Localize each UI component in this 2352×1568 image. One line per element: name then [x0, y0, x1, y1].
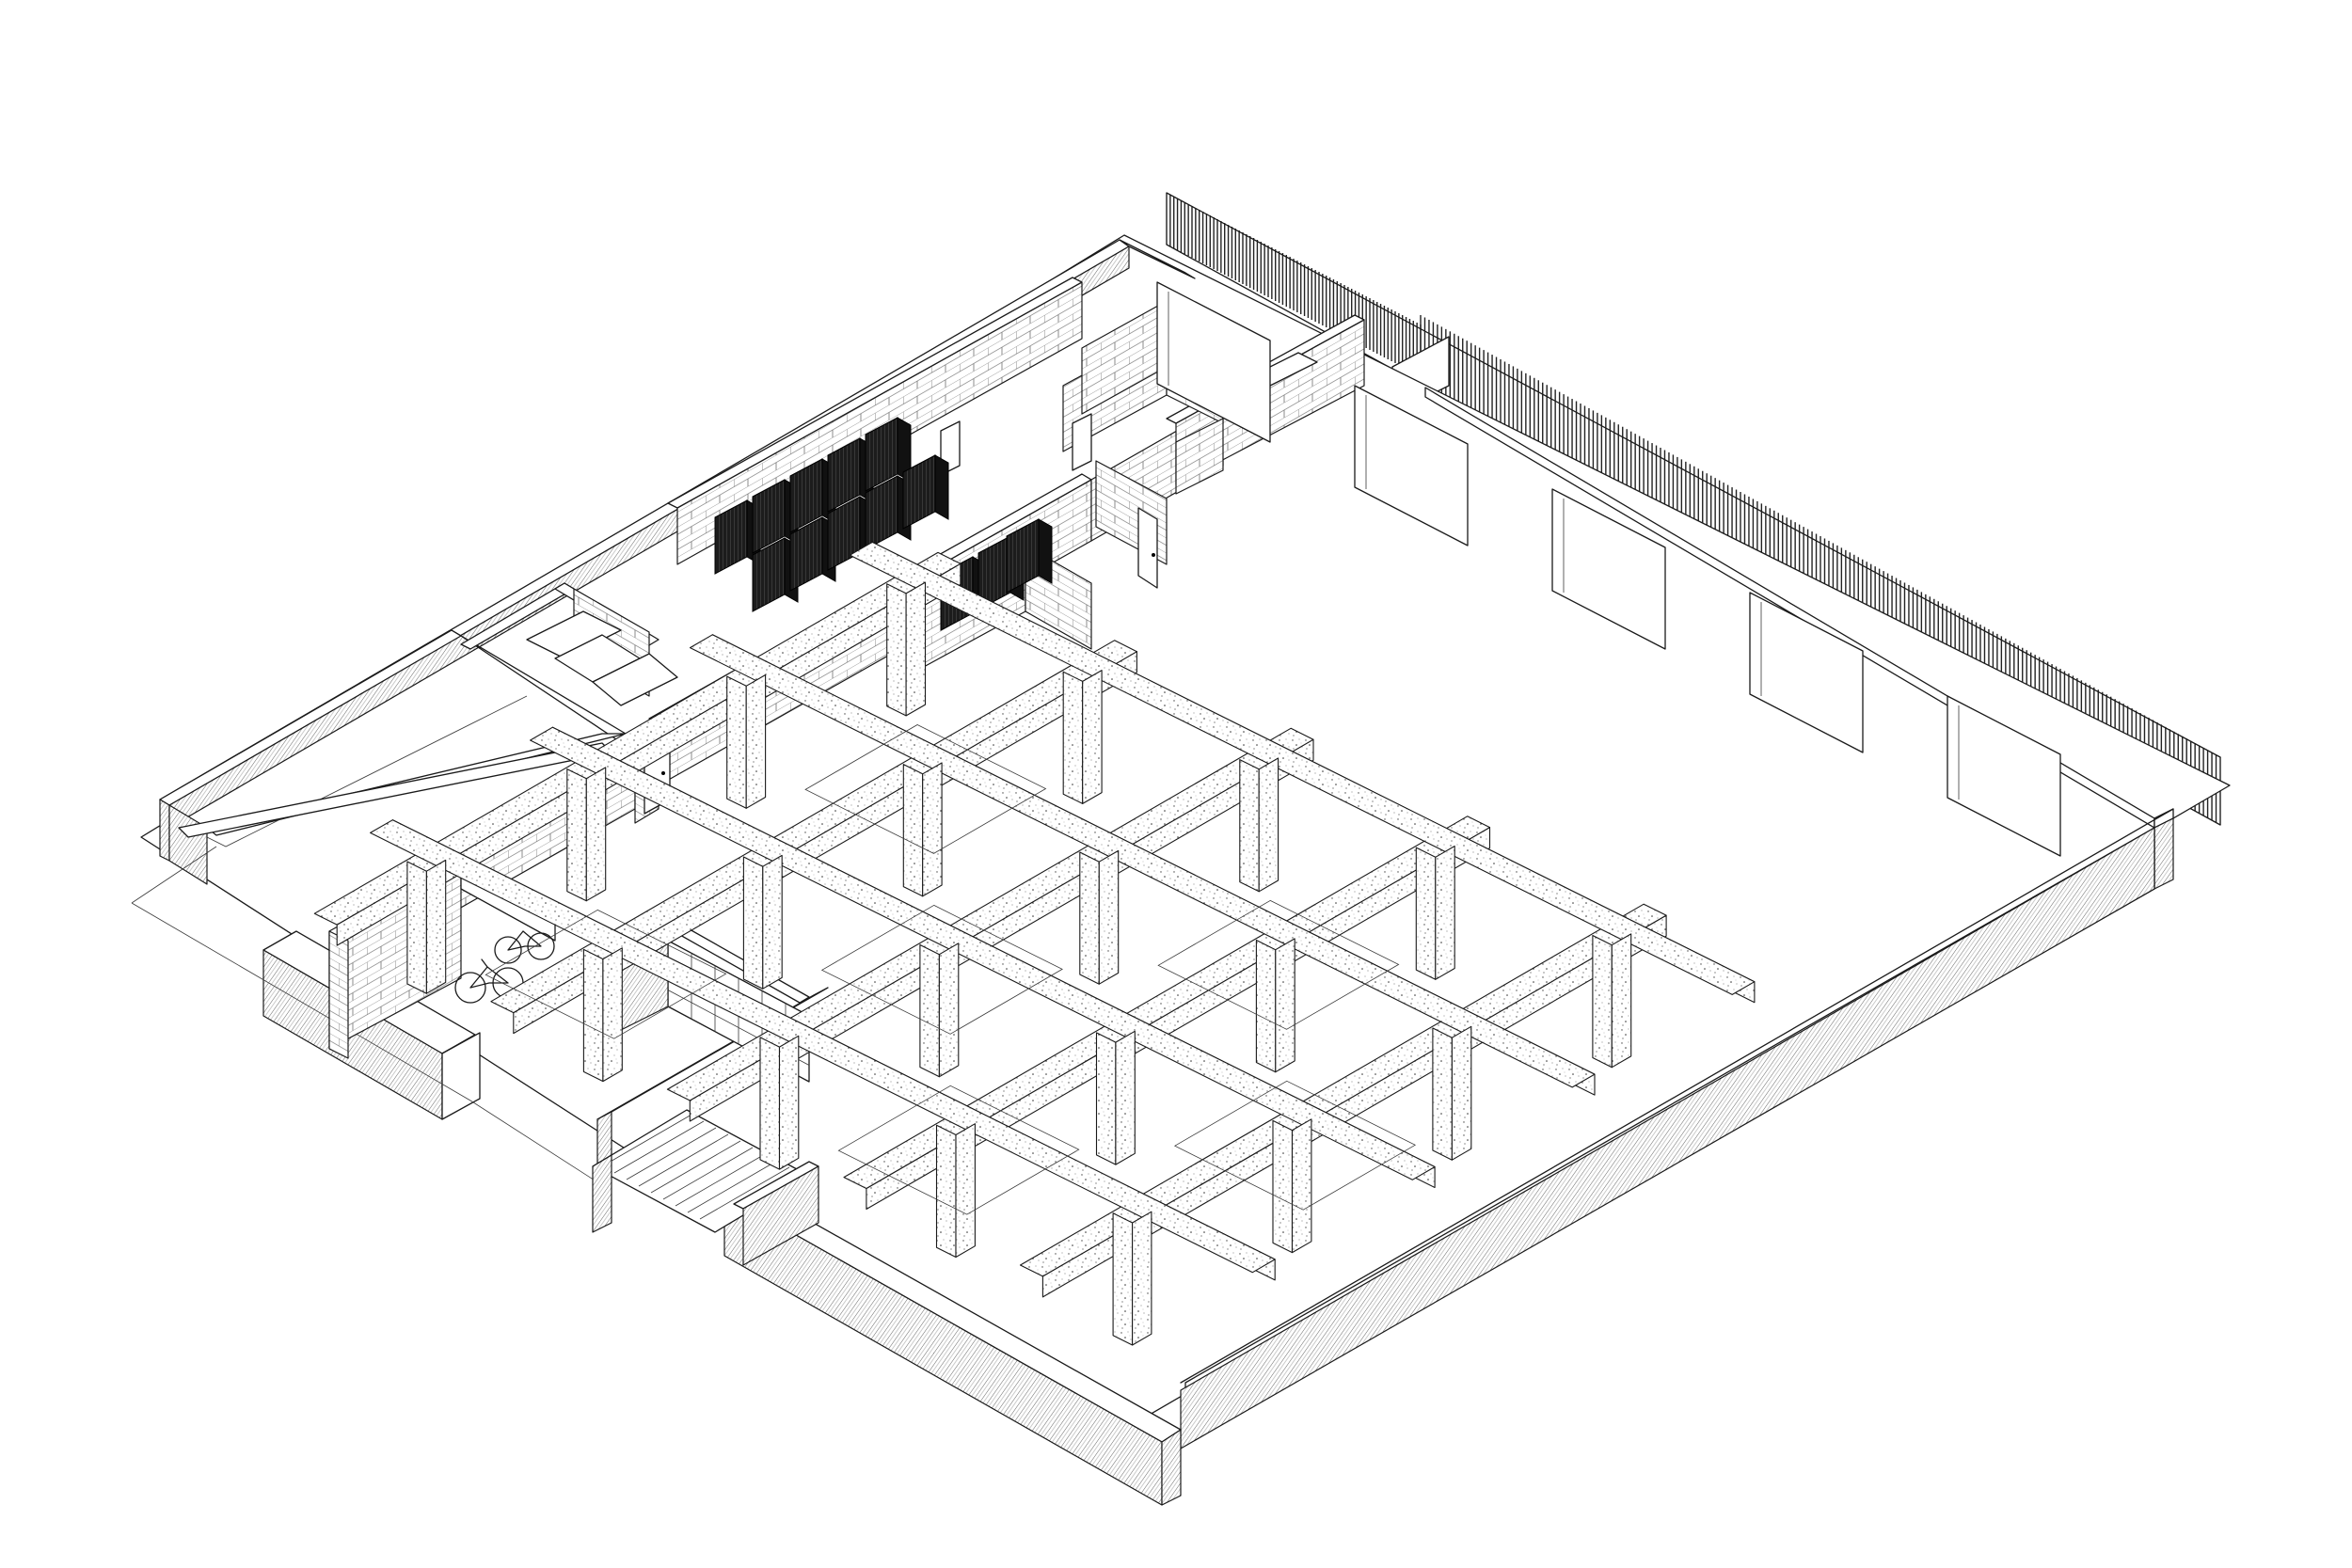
column	[1095, 1032, 1117, 1165]
window-frame	[1156, 281, 1271, 443]
floor-opening	[1173, 1080, 1417, 1211]
column-side	[1275, 938, 1295, 1073]
storage-cage-side	[1038, 518, 1053, 584]
window-frame	[1947, 695, 2061, 857]
column	[1272, 1119, 1294, 1254]
entrance-stair	[592, 1109, 819, 1266]
floor-opening	[804, 724, 1047, 854]
beam	[1019, 903, 1667, 1277]
column	[759, 1037, 781, 1170]
column-side	[1115, 1030, 1136, 1165]
column-side	[425, 859, 447, 994]
column	[406, 861, 427, 994]
beam-grid	[313, 541, 1756, 1298]
door	[1072, 413, 1092, 471]
column-side	[745, 673, 767, 809]
beam	[843, 816, 1491, 1190]
storage-cage-side	[934, 454, 949, 520]
column-side	[778, 1035, 800, 1170]
window-frame	[1749, 592, 1864, 753]
column	[886, 583, 907, 717]
beam	[689, 634, 1596, 1088]
beam	[313, 551, 961, 926]
column	[919, 943, 940, 1078]
front-left-wall	[723, 1182, 1182, 1506]
column	[566, 768, 587, 902]
beam	[666, 727, 1314, 1101]
column-side	[1611, 933, 1632, 1069]
column	[726, 675, 747, 809]
column-side	[905, 581, 927, 717]
column-side	[585, 767, 607, 902]
column-side	[955, 1123, 976, 1259]
column	[1415, 847, 1437, 980]
window-frame	[1354, 385, 1469, 546]
floor-opening	[485, 909, 727, 1039]
column	[1255, 939, 1277, 1073]
column	[1062, 671, 1084, 804]
floor-opening	[837, 1085, 1080, 1215]
beam	[849, 541, 1756, 995]
column-side	[922, 762, 943, 897]
window-frame	[1551, 488, 1666, 650]
column	[742, 856, 764, 990]
column-side	[1258, 757, 1279, 893]
column	[935, 1124, 957, 1259]
beam	[490, 640, 1137, 1014]
column-side	[1451, 1025, 1472, 1161]
column	[1079, 851, 1100, 985]
plant-room	[460, 582, 678, 706]
bicycle-icon	[494, 930, 555, 964]
column	[1112, 1212, 1134, 1346]
column-side	[1291, 1118, 1312, 1254]
door	[1137, 507, 1158, 589]
column	[582, 948, 604, 1083]
column-side	[938, 942, 960, 1078]
storage-cages	[714, 417, 1053, 631]
beam	[370, 819, 1276, 1274]
column	[1432, 1027, 1453, 1161]
left-terrace	[159, 629, 627, 885]
column	[1592, 934, 1613, 1069]
beam	[530, 726, 1436, 1180]
right-wall	[1180, 387, 2174, 1449]
column-side	[1435, 845, 1455, 980]
floor-opening	[1157, 899, 1400, 1030]
column	[902, 764, 924, 897]
column	[1239, 759, 1260, 893]
floor-openings	[485, 724, 1417, 1215]
column-side	[1082, 670, 1103, 804]
column-side	[1132, 1211, 1152, 1346]
column-side	[1098, 849, 1120, 985]
column-side	[602, 947, 623, 1083]
lightwell-frames	[1156, 281, 2061, 857]
column-side	[762, 854, 783, 990]
columns	[406, 581, 1632, 1346]
floor-opening	[820, 904, 1063, 1035]
